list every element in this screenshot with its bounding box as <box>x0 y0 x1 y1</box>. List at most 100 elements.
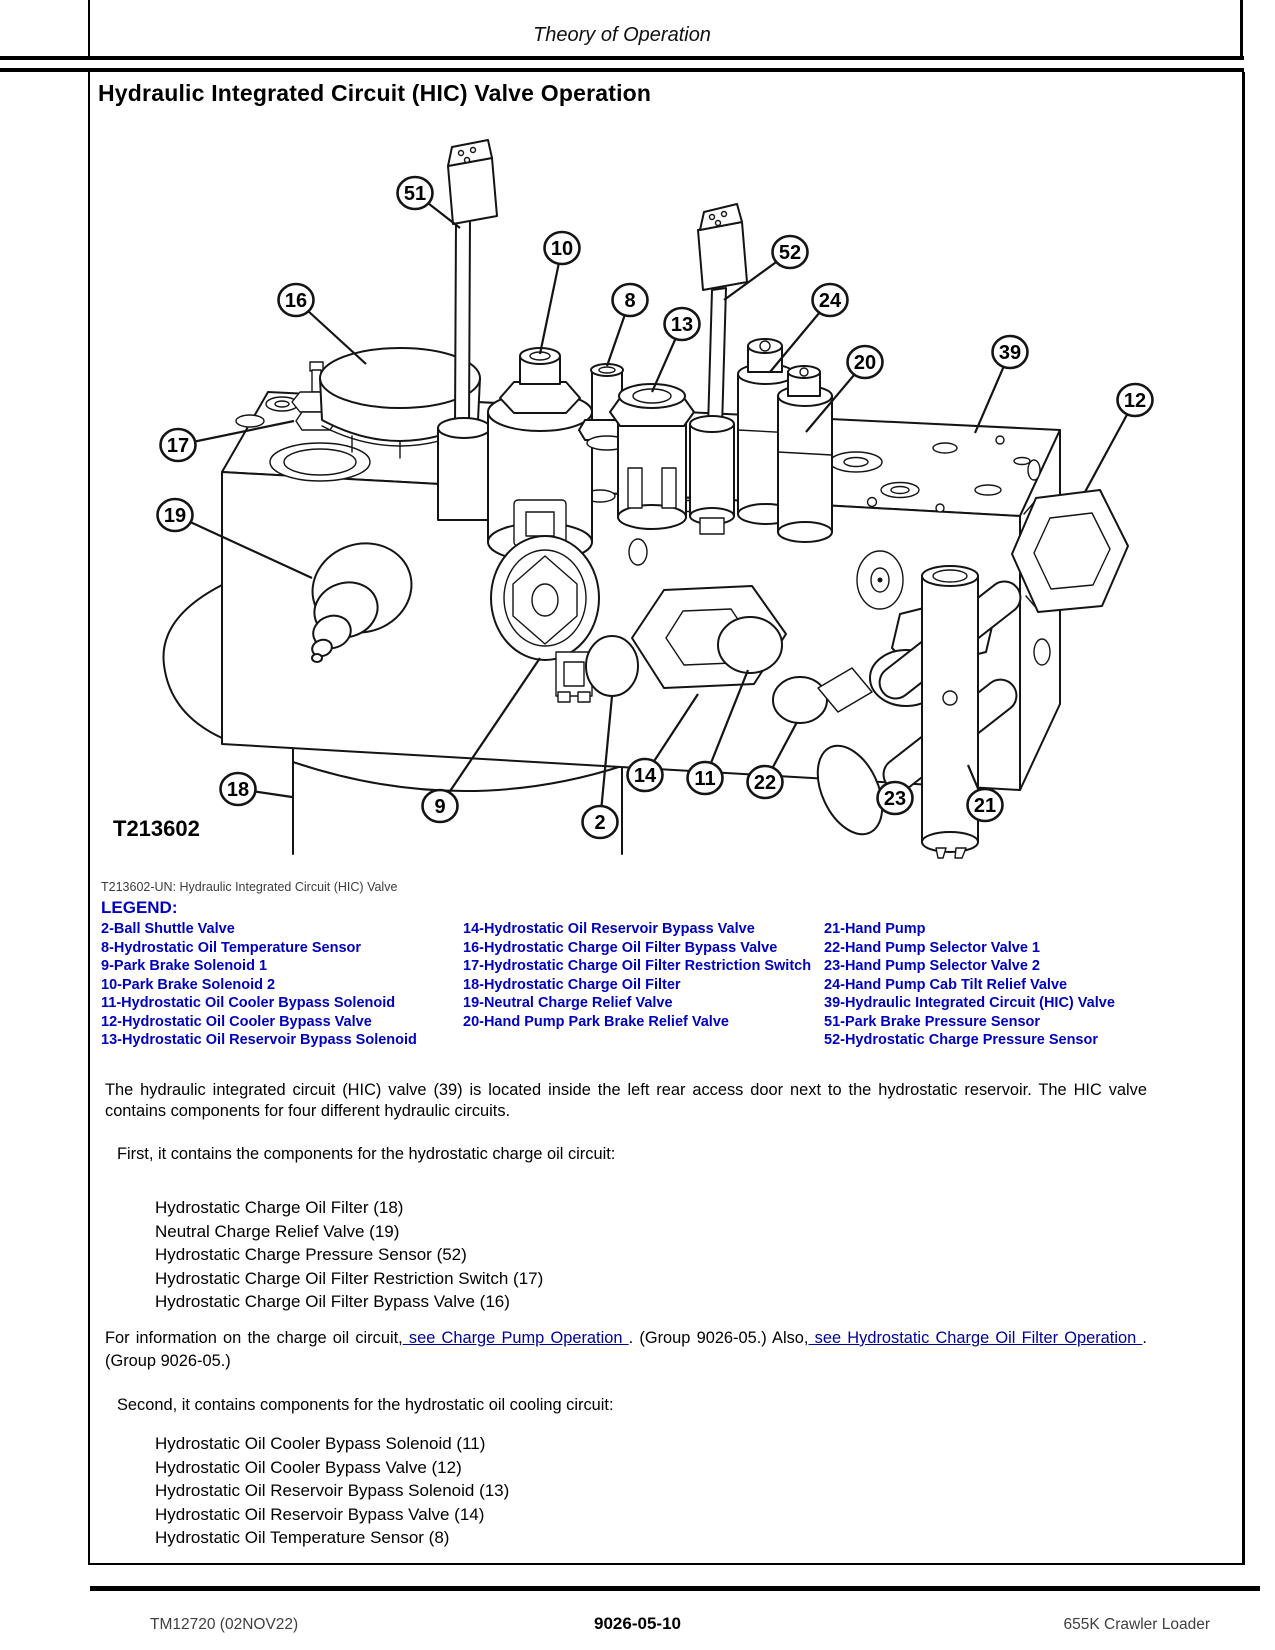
svg-text:12: 12 <box>1124 390 1146 412</box>
solenoid-10 <box>487 347 593 562</box>
page-title: Hydraulic Integrated Circuit (HIC) Valve… <box>98 80 652 106</box>
first-circuit-intro: First, it contains the components for th… <box>117 1145 616 1163</box>
ball-shuttle-valve-2 <box>585 635 639 697</box>
callout-20: 20 <box>805 344 884 433</box>
svg-text:14: 14 <box>634 765 657 787</box>
pressure-sensor-52 <box>689 203 748 535</box>
neutral-charge-relief-valve-19 <box>311 542 413 663</box>
legend-entry: 21-Hand Pump <box>824 921 926 937</box>
legend-entry: 13-Hydrostatic Oil Reservoir Bypass Sole… <box>101 1032 417 1048</box>
svg-text:8: 8 <box>624 290 635 312</box>
cooling-circuit-component-list: Hydrostatic Oil Cooler Bypass Solenoid (… <box>155 1432 1055 1550</box>
header-rule <box>0 56 1244 60</box>
header-border-right <box>1240 0 1243 56</box>
component-list-item: Hydrostatic Oil Reservoir Bypass Solenoi… <box>155 1481 510 1500</box>
callout-16: 16 <box>277 282 367 365</box>
component-list-item: Hydrostatic Charge Oil Filter Restrictio… <box>155 1268 544 1288</box>
callout-39: 39 <box>973 334 1029 434</box>
callout-2: 2 <box>581 695 619 840</box>
component-list-item: Hydrostatic Oil Reservoir Bypass Valve (… <box>155 1504 485 1524</box>
callout-9: 9 <box>421 657 541 824</box>
legend-entry: 39-Hydraulic Integrated Circuit (HIC) Va… <box>824 995 1115 1011</box>
legend-column-3: 21-Hand Pump 22-Hand Pump Selector Valve … <box>824 920 1234 1050</box>
component-list-item: Hydrostatic Oil Cooler Bypass Solenoid (… <box>155 1434 486 1453</box>
content-box <box>88 72 1245 1565</box>
svg-text:13: 13 <box>671 314 693 336</box>
legend-entry: 8-Hydrostatic Oil Temperature Sensor <box>101 939 362 956</box>
callout-18: 18 <box>219 771 293 807</box>
callout-23: 23 <box>876 780 914 816</box>
callout-10: 10 <box>538 230 581 355</box>
component-list-item: Hydrostatic Oil Temperature Sensor (8) <box>155 1528 450 1547</box>
callout-52: 52 <box>723 234 809 301</box>
left-end-cap <box>162 584 223 739</box>
intro-paragraph: The hydraulic integrated circuit (HIC) v… <box>105 1081 1147 1120</box>
svg-text:16: 16 <box>285 290 307 312</box>
legend-entry: 22-Hand Pump Selector Valve 1 <box>824 939 1040 956</box>
hic-valve-diagram: 51 10 52 16 8 13 24 20 39 12 17 19 18 9 2 14 11 22 23 21 <box>156 139 1154 859</box>
callout-layer: 51 10 52 16 8 13 24 20 39 12 17 19 18 9 2 14 11 22 23 21 <box>156 175 1154 840</box>
svg-text:9: 9 <box>434 796 445 818</box>
legend-column-2: 14-Hydrostatic Oil Reservoir Bypass Valv… <box>463 920 815 1031</box>
legend-entry: 12-Hydrostatic Oil Cooler Bypass Valve <box>101 1013 372 1030</box>
legend-entry: 11-Hydrostatic Oil Cooler Bypass Solenoi… <box>101 995 396 1011</box>
callout-24: 24 <box>769 282 849 373</box>
callout-14: 14 <box>626 693 699 793</box>
svg-text:39: 39 <box>999 342 1021 364</box>
callout-8: 8 <box>605 282 649 367</box>
callout-51: 51 <box>396 175 461 229</box>
svg-text:18: 18 <box>227 779 249 801</box>
cooler-bypass-solenoid-11 <box>717 616 783 674</box>
footer-model: 655K Crawler Loader <box>1063 1616 1210 1633</box>
legend-heading: LEGEND: <box>101 898 178 917</box>
footer-page-number: 9026-05-10 <box>594 1614 681 1633</box>
legend-entry: 16-Hydrostatic Charge Oil Filter Bypass … <box>463 939 778 956</box>
svg-text:11: 11 <box>694 768 715 790</box>
callout-11: 11 <box>686 669 750 796</box>
paragraph-text: . (Group 9026-05.) <box>105 1329 1147 1370</box>
legend-entry: 20-Hand Pump Park Brake Relief Valve <box>463 1013 729 1030</box>
figure-caption: T213602-UN: Hydraulic Integrated Circuit… <box>101 880 398 894</box>
legend-column-1: 2-Ball Shuttle Valve 8-Hydrostatic Oil Te… <box>101 920 457 1050</box>
callout-22: 22 <box>746 721 798 800</box>
second-circuit-intro: Second, it contains components for the h… <box>117 1396 614 1414</box>
cross-reference-link[interactable]: see Charge Pump Operation <box>402 1329 629 1347</box>
front-port <box>628 538 648 566</box>
charge-circuit-component-list: Hydrostatic Charge Oil Filter (18)Neutra… <box>155 1196 1055 1314</box>
paragraph-text: For information on the charge oil circui… <box>105 1329 403 1347</box>
cross-reference-paragraph: For information on the charge oil circui… <box>105 1327 1147 1373</box>
figure-label: T213602 <box>113 816 200 841</box>
park-brake-solenoid-9 <box>490 535 600 703</box>
cooler-bypass-valve-12 <box>1011 489 1129 613</box>
svg-text:10: 10 <box>551 238 573 260</box>
legend-entry: 52-Hydrostatic Charge Pressure Sensor <box>824 1032 1098 1048</box>
svg-text:24: 24 <box>819 290 842 312</box>
legend-entry: 2-Ball Shuttle Valve <box>101 921 235 937</box>
paragraph-text: . (Group 9026-05.) Also, <box>628 1329 809 1347</box>
legend-entry: 19-Neutral Charge Relief Valve <box>463 995 673 1011</box>
front-boss <box>856 550 904 610</box>
legend-entry: 10-Park Brake Solenoid 2 <box>101 976 276 993</box>
callout-21: 21 <box>966 764 1004 823</box>
svg-text:19: 19 <box>164 505 186 527</box>
svg-text:23: 23 <box>884 788 906 810</box>
legend-entry: 23-Hand Pump Selector Valve 2 <box>824 958 1040 974</box>
legend-entry: 51-Park Brake Pressure Sensor <box>824 1013 1041 1030</box>
svg-text:21: 21 <box>974 795 996 817</box>
pressure-sensor-51 <box>437 139 498 521</box>
cross-reference-link[interactable]: see Hydrostatic Charge Oil Filter Operat… <box>808 1329 1143 1347</box>
legend-entry: 17-Hydrostatic Charge Oil Filter Restric… <box>463 958 812 974</box>
legend-entry: 9-Park Brake Solenoid 1 <box>101 958 268 974</box>
component-list-item: Hydrostatic Oil Cooler Bypass Valve (12) <box>155 1457 462 1477</box>
legend-entry: 18-Hydrostatic Charge Oil Filter <box>463 976 681 993</box>
svg-text:20: 20 <box>854 352 876 374</box>
content-box-top-rule <box>0 68 1244 72</box>
svg-text:22: 22 <box>754 772 776 794</box>
component-list-item: Hydrostatic Charge Oil Filter (18) <box>155 1198 404 1217</box>
legend-entry: 14-Hydrostatic Oil Reservoir Bypass Valv… <box>463 921 755 937</box>
legend-entry: 24-Hand Pump Cab Tilt Relief Valve <box>824 976 1068 993</box>
header-border-left <box>88 0 90 56</box>
callout-17: 17 <box>159 419 295 463</box>
footer-document-number: TM12720 (02NOV22) <box>150 1616 299 1633</box>
